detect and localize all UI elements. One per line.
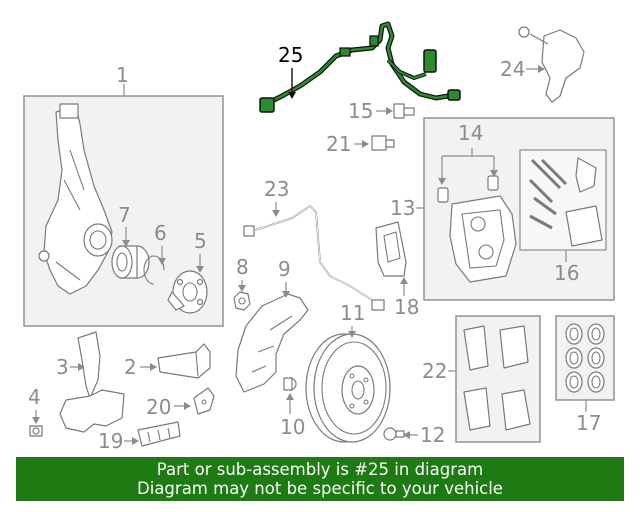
leader-14 bbox=[441, 148, 495, 180]
callout-17[interactable]: 17 bbox=[576, 411, 601, 435]
bolt-part-15 bbox=[393, 103, 415, 119]
arrow-18 bbox=[400, 277, 408, 284]
arrow-9 bbox=[282, 291, 290, 298]
arrow-3 bbox=[78, 363, 85, 371]
clip-part-20 bbox=[193, 387, 215, 415]
callout-6[interactable]: 6 bbox=[154, 221, 167, 245]
brake-pads bbox=[463, 325, 531, 431]
arrow-12 bbox=[403, 431, 410, 439]
bolt-part-10 bbox=[283, 377, 297, 391]
callout-7[interactable]: 7 bbox=[118, 203, 131, 227]
arrow-4 bbox=[32, 417, 40, 424]
bracket-part-2 bbox=[157, 343, 211, 379]
callout-18[interactable]: 18 bbox=[394, 295, 419, 319]
arrow-14b bbox=[490, 170, 498, 177]
arrow-10 bbox=[286, 393, 294, 400]
wheel-hub bbox=[167, 270, 208, 314]
brake-rotor bbox=[305, 333, 391, 443]
callout-15[interactable]: 15 bbox=[348, 99, 373, 123]
seal-strip-part-19 bbox=[137, 421, 181, 447]
banner-background bbox=[16, 457, 624, 501]
arrow-2 bbox=[150, 363, 157, 371]
callout-12[interactable]: 12 bbox=[420, 423, 445, 447]
steering-knuckle bbox=[38, 103, 113, 295]
callout-3[interactable]: 3 bbox=[56, 355, 69, 379]
arrow-24 bbox=[538, 65, 545, 73]
arrow-20 bbox=[184, 402, 191, 410]
nut-part-8 bbox=[233, 291, 251, 311]
arrow-8 bbox=[238, 285, 246, 292]
speed-sensor-harness-highlighted[interactable] bbox=[259, 21, 461, 113]
arrow-7 bbox=[122, 240, 130, 247]
brake-caliper bbox=[449, 195, 517, 283]
callout-10[interactable]: 10 bbox=[280, 415, 305, 439]
caliper-seals bbox=[565, 323, 605, 393]
callout-21[interactable]: 21 bbox=[326, 132, 351, 156]
caliper-hardware-kit bbox=[528, 157, 603, 247]
arrow-15 bbox=[386, 107, 393, 115]
wheel-bearing bbox=[111, 245, 150, 279]
callout-14[interactable]: 14 bbox=[458, 121, 483, 145]
callout-2[interactable]: 2 bbox=[124, 355, 137, 379]
bleeder-screws bbox=[437, 175, 499, 203]
arrow-21 bbox=[362, 140, 369, 148]
callout-23[interactable]: 23 bbox=[264, 177, 289, 201]
bolt-part-21 bbox=[371, 135, 395, 151]
callout-13[interactable]: 13 bbox=[390, 196, 415, 220]
info-banner: Part or sub-assembly is #25 in diagram D… bbox=[16, 457, 624, 501]
callout-9[interactable]: 9 bbox=[278, 257, 291, 281]
arrow-6 bbox=[158, 258, 166, 265]
arrow-11 bbox=[348, 331, 356, 338]
group-box-seals bbox=[555, 315, 615, 401]
arrow-25 bbox=[288, 92, 296, 99]
banner-line-part-number: Part or sub-assembly is #25 in diagram bbox=[156, 460, 484, 479]
shield-part-3 bbox=[59, 331, 125, 433]
callout-25[interactable]: 25 bbox=[278, 43, 303, 67]
arrow-14a bbox=[438, 178, 446, 185]
splash-shield bbox=[235, 293, 309, 393]
callout-11[interactable]: 11 bbox=[340, 301, 365, 325]
callout-1[interactable]: 1 bbox=[116, 63, 129, 87]
wear-sensor-part-23 bbox=[243, 204, 385, 311]
bracket-part-24 bbox=[518, 26, 585, 103]
bolt-part-4 bbox=[29, 425, 43, 437]
callout-20[interactable]: 20 bbox=[146, 395, 171, 419]
callout-19[interactable]: 19 bbox=[98, 429, 123, 453]
callout-8[interactable]: 8 bbox=[236, 255, 249, 279]
callout-24[interactable]: 24 bbox=[500, 57, 525, 81]
callout-16[interactable]: 16 bbox=[554, 261, 579, 285]
callout-5[interactable]: 5 bbox=[194, 229, 207, 253]
callout-4[interactable]: 4 bbox=[28, 385, 41, 409]
arrow-23 bbox=[272, 210, 280, 217]
banner-line-disclaimer: Diagram may not be specific to your vehi… bbox=[137, 479, 503, 498]
screw-part-12 bbox=[383, 427, 405, 441]
bracket-part-18 bbox=[375, 221, 407, 277]
callout-22[interactable]: 22 bbox=[422, 359, 447, 383]
arrow-5 bbox=[196, 266, 204, 273]
arrow-19 bbox=[132, 437, 139, 445]
